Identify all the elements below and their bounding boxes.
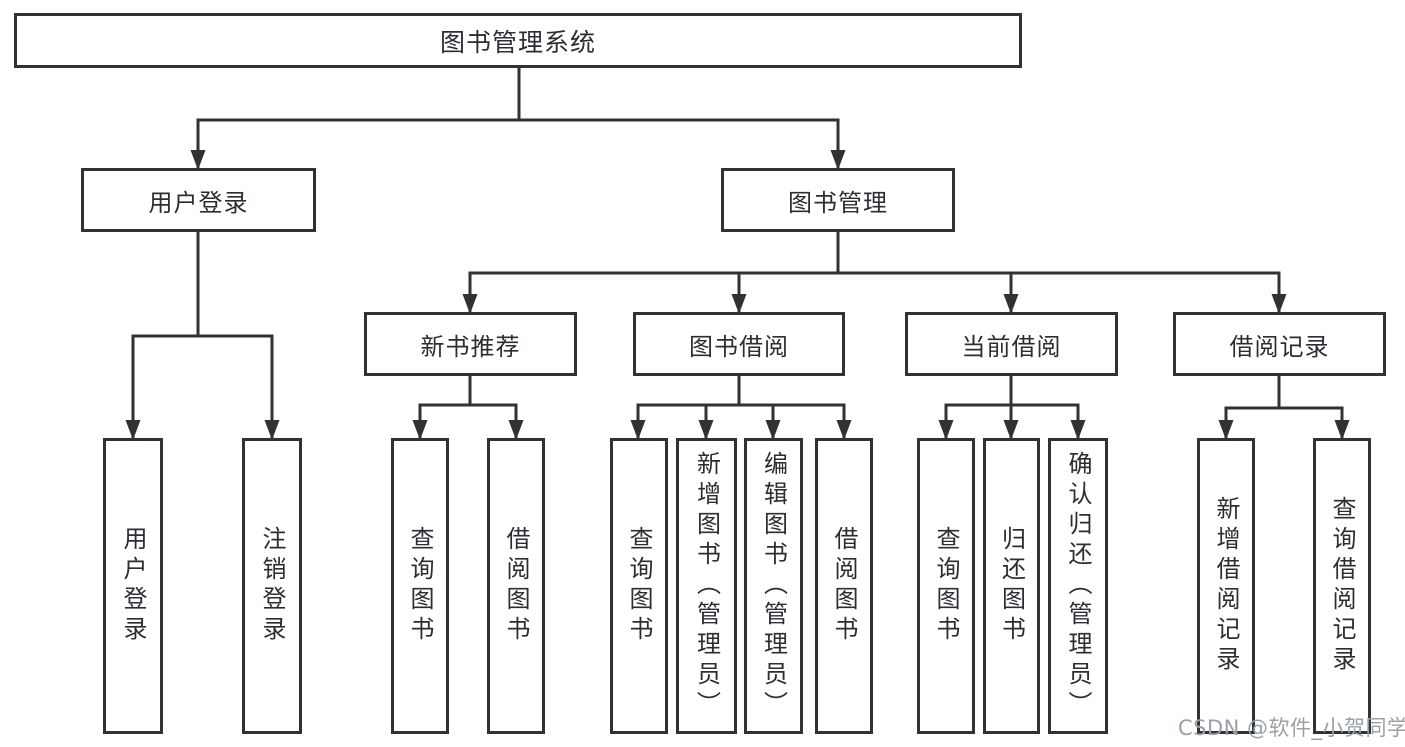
leaf-current-return-books: 归还图书 bbox=[983, 438, 1040, 734]
leaf-borrowing-query-books-label: 查询图书 bbox=[625, 526, 653, 646]
node-library-system: 图书管理系统 bbox=[14, 13, 1022, 68]
leaf-borrowing-query-books: 查询图书 bbox=[610, 438, 668, 734]
leaf-borrowing-borrow-books: 借阅图书 bbox=[815, 438, 873, 734]
node-borrowing-records: 借阅记录 bbox=[1173, 312, 1386, 376]
leaf-current-query-books: 查询图书 bbox=[917, 438, 975, 734]
leaf-borrowing-edit-books-admin-label: 编辑图书（管理员） bbox=[759, 451, 788, 721]
leaf-user-login-label: 用户登录 bbox=[119, 526, 147, 646]
leaf-records-add-record-label: 新增借阅记录 bbox=[1212, 496, 1240, 676]
node-new-book-recommendation: 新书推荐 bbox=[364, 312, 577, 376]
node-user-login: 用户登录 bbox=[81, 168, 316, 232]
leaf-current-return-books-label: 归还图书 bbox=[997, 526, 1026, 646]
node-current-borrowing: 当前借阅 bbox=[905, 312, 1118, 376]
node-book-borrowing-label: 图书借阅 bbox=[689, 332, 789, 361]
watermark: CSDN @软件_小贺同学 bbox=[1178, 716, 1405, 740]
leaf-borrowing-add-books-admin-label: 新增图书（管理员） bbox=[692, 451, 721, 721]
node-book-borrowing: 图书借阅 bbox=[633, 312, 845, 376]
leaf-user-login: 用户登录 bbox=[103, 438, 163, 734]
leaf-logout-label: 注销登录 bbox=[258, 526, 286, 646]
leaf-current-query-books-label: 查询图书 bbox=[932, 526, 960, 646]
leaf-logout: 注销登录 bbox=[242, 438, 302, 734]
leaf-borrowing-edit-books-admin: 编辑图书（管理员） bbox=[744, 438, 803, 734]
node-current-borrowing-label: 当前借阅 bbox=[961, 332, 1062, 361]
leaf-records-add-record: 新增借阅记录 bbox=[1197, 438, 1255, 734]
node-borrowing-records-label: 借阅记录 bbox=[1229, 332, 1330, 361]
node-user-login-label: 用户登录 bbox=[148, 188, 249, 217]
node-new-book-recommendation-label: 新书推荐 bbox=[420, 332, 521, 361]
leaf-recommend-query-books: 查询图书 bbox=[391, 438, 449, 734]
node-library-system-label: 图书管理系统 bbox=[439, 27, 596, 57]
leaf-borrowing-borrow-books-label: 借阅图书 bbox=[830, 526, 858, 646]
node-book-management-label: 图书管理 bbox=[788, 188, 888, 217]
leaf-recommend-borrow-books: 借阅图书 bbox=[487, 438, 545, 734]
leaf-recommend-query-books-label: 查询图书 bbox=[406, 526, 434, 646]
node-book-management: 图书管理 bbox=[721, 168, 955, 232]
leaf-current-confirm-return-admin-label: 确认归还（管理员） bbox=[1064, 451, 1092, 721]
leaf-borrowing-add-books-admin: 新增图书（管理员） bbox=[676, 438, 737, 734]
leaf-recommend-borrow-books-label: 借阅图书 bbox=[502, 526, 530, 646]
leaf-current-confirm-return-admin: 确认归还（管理员） bbox=[1048, 438, 1108, 734]
leaf-records-query-record: 查询借阅记录 bbox=[1313, 438, 1371, 734]
leaf-records-query-record-label: 查询借阅记录 bbox=[1328, 496, 1356, 676]
